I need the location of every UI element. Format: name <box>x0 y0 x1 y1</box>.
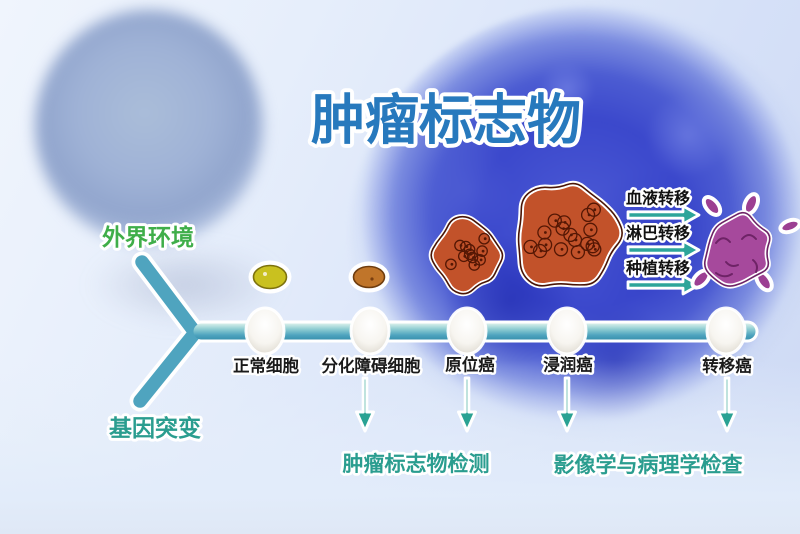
invasive-carcinoma-cluster-edge <box>517 182 623 287</box>
down-arrow-icon <box>557 376 577 433</box>
metastatic-cell-icon <box>702 210 773 289</box>
branch-outline <box>129 251 205 412</box>
timeline-node-disorder-cell <box>349 306 391 356</box>
timeline-node-invasive <box>546 306 588 356</box>
metastatic-cell-edge <box>703 211 771 287</box>
stage-label-normal-cell: 正常细胞 <box>233 356 300 376</box>
down-arrow-icon <box>457 376 477 433</box>
down-arrow-icon <box>355 376 375 433</box>
environment-label: 外界环境 <box>102 224 194 251</box>
right-arrow-icon <box>626 274 701 296</box>
background-cell-small <box>35 10 263 244</box>
page-title: 肿瘤标志物 <box>311 89 581 152</box>
fog-overlay <box>0 360 800 534</box>
right-arrow-icon <box>626 204 701 226</box>
stage-label-invasive: 浸润癌 <box>543 355 593 375</box>
timeline-node-normal-cell <box>244 306 286 356</box>
invasive-carcinoma-texture <box>523 202 602 260</box>
detection-label-imaging-pathology: 影像学与病理学检查 <box>554 453 743 477</box>
metastatic-cell-texture <box>715 234 758 278</box>
disorder-cell-icon <box>352 265 386 289</box>
carcinoma-in-situ-texture <box>445 232 491 271</box>
disorder-cell-nucleus <box>370 277 374 281</box>
metastasis-label-blood: 血液转移 <box>626 189 690 208</box>
stage-label-metastatic: 转移癌 <box>702 356 752 376</box>
branch-arms <box>133 255 201 408</box>
right-arrow-icon <box>626 239 701 261</box>
metastasis-label-lymph: 淋巴转移 <box>626 224 690 243</box>
metastasis-label-implant: 种植转移 <box>625 259 690 278</box>
down-arrow-icon <box>717 376 737 433</box>
normal-cell-nucleus <box>263 272 267 276</box>
carcinoma-in-situ-cluster-icon <box>428 214 505 297</box>
detection-label-tumor-marker: 肿瘤标志物检测 <box>343 452 490 476</box>
carcinoma-in-situ-cluster-edge <box>430 215 504 295</box>
stage-label-disorder-cell: 分化障碍细胞 <box>322 356 422 376</box>
stage-label-in-situ: 原位癌 <box>445 355 495 375</box>
timeline-node-metastatic <box>705 306 747 356</box>
timeline-node-in-situ <box>446 306 488 356</box>
mutation-label: 基因突变 <box>109 415 201 442</box>
normal-cell-icon <box>252 264 288 290</box>
